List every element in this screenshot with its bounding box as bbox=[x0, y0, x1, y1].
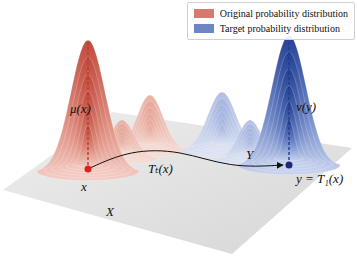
distribution-peak bbox=[37, 40, 139, 180]
legend-entry: Original probability distribution bbox=[194, 6, 348, 21]
density-label: ν(y) bbox=[296, 100, 316, 113]
contour-band bbox=[37, 40, 139, 180]
contour-band bbox=[238, 35, 340, 174]
map-label: Tₜ(x) bbox=[148, 162, 173, 175]
contour-band bbox=[209, 125, 234, 145]
target-point bbox=[286, 162, 293, 169]
source-point bbox=[85, 166, 92, 173]
point-label: y = T₁(x) bbox=[296, 172, 343, 185]
legend-swatch bbox=[194, 24, 214, 33]
point-label: x bbox=[81, 180, 87, 193]
space-label: X bbox=[106, 205, 114, 218]
contour-band bbox=[138, 126, 161, 145]
contour-band bbox=[73, 125, 104, 167]
density-label: μ(x) bbox=[70, 102, 91, 115]
legend-text: Original probability distribution bbox=[220, 8, 348, 19]
legend-text: Target probability distribution bbox=[220, 23, 340, 34]
distribution-peak bbox=[238, 35, 340, 174]
legend: Original probability distributionTarget … bbox=[187, 2, 355, 40]
legend-swatch bbox=[194, 9, 214, 18]
legend-entry: Target probability distribution bbox=[194, 21, 348, 36]
density-line bbox=[288, 37, 289, 163]
transport-arrow bbox=[90, 151, 283, 168]
space-label: Y bbox=[246, 148, 253, 161]
